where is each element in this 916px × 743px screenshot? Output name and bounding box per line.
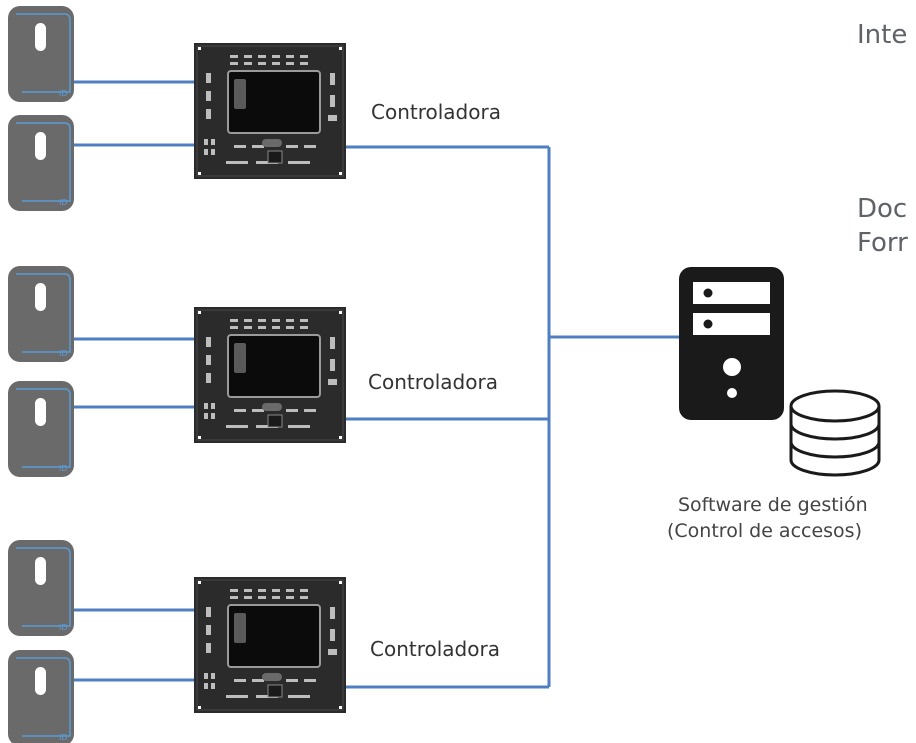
controller-2-label: Controladora bbox=[368, 370, 498, 394]
database-icon bbox=[789, 389, 881, 477]
controller-board-icon bbox=[193, 42, 347, 180]
card-reader-icon: ID bbox=[8, 115, 74, 211]
software-label-line-2: (Control de accesos) bbox=[667, 520, 862, 542]
reader-id-text: ID bbox=[59, 349, 68, 358]
reader-id-text: ID bbox=[59, 198, 68, 207]
controller-board-icon bbox=[193, 306, 347, 444]
right-text-line-1: Inte bbox=[857, 20, 908, 50]
server-icon bbox=[679, 267, 784, 420]
controller-1-label: Controladora bbox=[371, 100, 501, 124]
card-reader-icon: ID bbox=[8, 540, 74, 636]
card-reader-icon: ID bbox=[8, 650, 74, 743]
reader-id-text: ID bbox=[59, 464, 68, 473]
controller-board-icon bbox=[193, 576, 347, 714]
right-text-line-2: Doc bbox=[857, 194, 908, 224]
card-reader-icon: ID bbox=[8, 381, 74, 477]
reader-id-text: ID bbox=[59, 623, 68, 632]
connection-lines bbox=[72, 80, 700, 689]
reader-id-text: ID bbox=[59, 733, 68, 742]
software-label-line-1: Software de gestión bbox=[678, 494, 868, 516]
reader-id-text: ID bbox=[59, 89, 68, 98]
card-reader-icon: ID bbox=[8, 6, 74, 102]
controller-3-label: Controladora bbox=[370, 637, 500, 661]
card-reader-icon: ID bbox=[8, 266, 74, 362]
right-text-line-3: Forr bbox=[857, 228, 908, 258]
